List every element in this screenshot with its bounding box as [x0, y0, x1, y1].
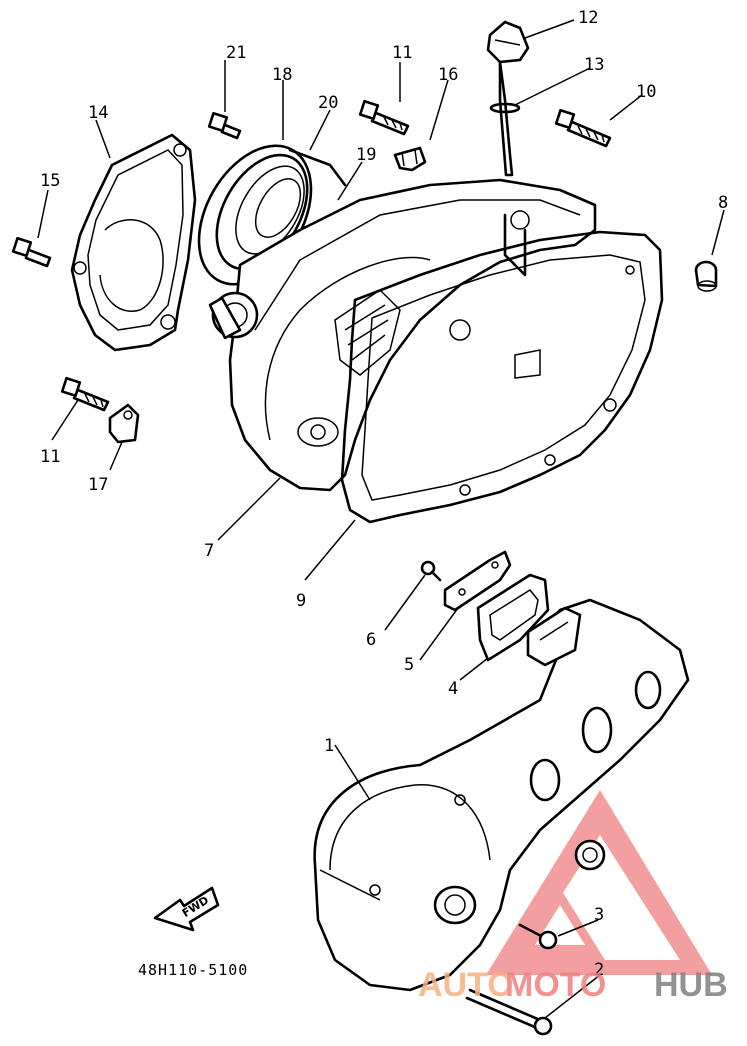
watermark-text: AUTO MOTO HUB [418, 966, 728, 1004]
label-part-9: 9 [296, 591, 306, 611]
label-part-16: 16 [438, 65, 458, 85]
part-12-filler-cap [486, 20, 530, 177]
bolt-11-top [358, 99, 410, 136]
part-6-screw [420, 560, 442, 582]
fwd-arrow-icon: FWD [153, 886, 220, 932]
label-part-12: 12 [578, 8, 598, 28]
watermark-hub: HUB [654, 966, 728, 1004]
label-part-19: 19 [356, 145, 376, 165]
label-part-14: 14 [88, 103, 108, 123]
part-1-crankcase-cover [313, 598, 690, 992]
clip-16 [393, 146, 427, 172]
label-part-13: 13 [584, 55, 604, 75]
watermark-auto: AUTO [418, 966, 514, 1004]
bolt-21 [207, 111, 242, 140]
bolt-11-left [60, 376, 110, 412]
bolt-3 [518, 923, 558, 950]
watermark-logo [486, 790, 712, 975]
part-5-plate [443, 550, 512, 612]
part-8-plug [694, 260, 718, 292]
label-part-3: 3 [594, 905, 604, 925]
bolt-2 [465, 988, 553, 1036]
drawing-code: 48H110-5100 [138, 961, 248, 979]
label-part-6: 6 [366, 630, 376, 650]
label-part-20: 20 [318, 93, 338, 113]
label-part-11-left: 11 [40, 447, 60, 467]
label-part-21: 21 [226, 43, 246, 63]
part-4-gasket [476, 573, 550, 662]
part-7-crankcase-cover [208, 178, 597, 492]
leader-lines [37, 19, 725, 1019]
part-9-gasket [340, 230, 664, 524]
bolt-10 [554, 108, 612, 148]
label-part-11-top: 11 [392, 43, 412, 63]
label-part-7: 7 [204, 541, 214, 561]
label-part-17: 17 [88, 475, 108, 495]
part-labels: 1 2 3 4 5 6 7 8 9 10 11 11 12 13 14 15 1… [40, 8, 728, 980]
label-part-2: 2 [594, 960, 604, 980]
label-part-15: 15 [40, 171, 60, 191]
label-part-1: 1 [324, 736, 334, 756]
bolt-15 [11, 236, 52, 268]
watermark-moto: MOTO [505, 966, 606, 1004]
label-part-8: 8 [718, 193, 728, 213]
label-part-18: 18 [272, 65, 292, 85]
label-part-10: 10 [636, 82, 656, 102]
label-part-5: 5 [404, 655, 414, 675]
label-part-4: 4 [448, 679, 458, 699]
part-14-cover-plate [70, 133, 197, 352]
clamp-17 [108, 403, 140, 444]
